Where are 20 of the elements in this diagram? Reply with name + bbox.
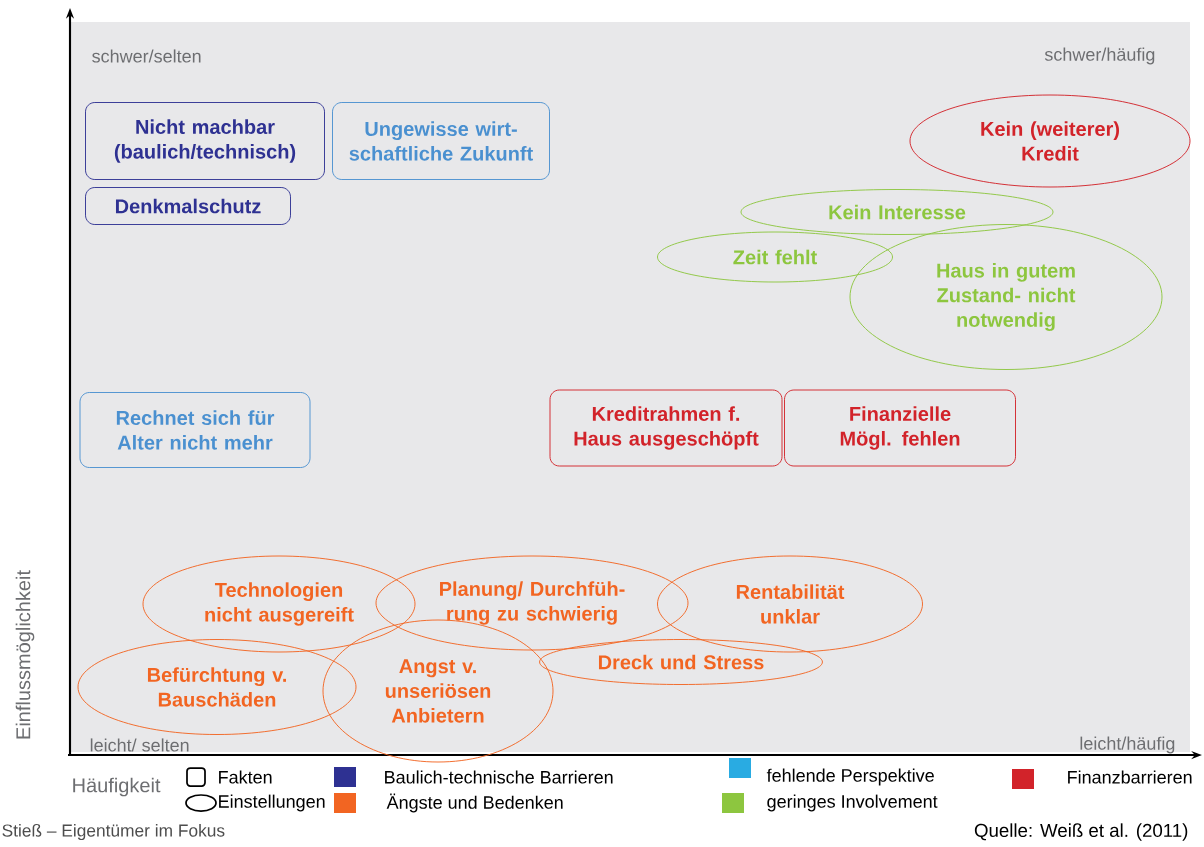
axis-label: leicht/häufig — [1080, 736, 1175, 754]
category-box: Ungewisse wirt- schaftliche Zukunft — [332, 102, 550, 180]
category-box: Finanzielle Mögl. fehlen — [784, 389, 1016, 467]
category-box: Denkmalschutz — [85, 187, 291, 225]
legend-label: fehlende Perspektive — [766, 768, 934, 786]
footer-text: Stieß – Eigentümer im Fokus — [2, 823, 225, 841]
axis-label: Einflussmöglichkeit — [15, 570, 35, 739]
axis-label: schwer/häufig — [1044, 47, 1155, 65]
legend-label: Baulich-technische Barrieren — [385, 770, 613, 784]
legend-label: Ängste und Bedenken — [386, 793, 563, 813]
legend-label: geringes Involvement — [767, 794, 938, 812]
axis-label: schwer/selten — [92, 49, 201, 63]
legend-label: Finanzbarrieren — [1068, 770, 1192, 784]
footer-text: Quelle: Weiß et al. (2011) — [974, 823, 1188, 841]
category-box: Nicht machbar (baulich/technisch) — [85, 102, 325, 180]
category-box: Kreditrahmen f. Haus ausgeschöpft — [549, 389, 783, 467]
legend-label: Fakten — [219, 770, 272, 784]
legend-label: Einstellungen — [219, 794, 325, 812]
axis-label: Häufigkeit — [73, 777, 161, 797]
category-box: Rechnet sich für Alter nicht mehr — [79, 392, 311, 468]
